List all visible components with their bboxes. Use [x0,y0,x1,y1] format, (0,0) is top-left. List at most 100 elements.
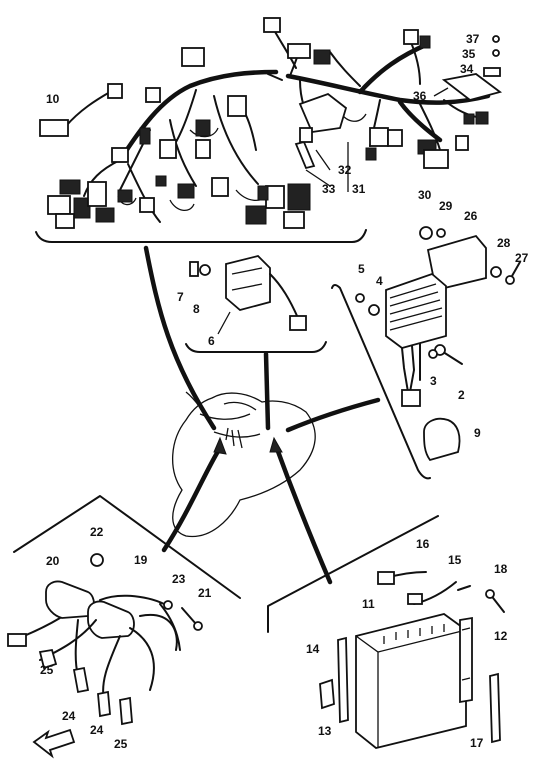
collar-28 [490,266,502,278]
connector-block [139,197,155,213]
washer-5 [355,293,365,303]
callout-36: 36 [413,89,427,103]
connector-block [181,47,205,67]
callout-10: 10 [46,92,60,106]
rear-arrow-head [269,436,283,453]
cover-9 [423,417,461,462]
callout-7: 7 [177,290,184,304]
callout-9: 9 [474,426,481,440]
callout-20: 20 [46,554,60,568]
callout-14: 14 [306,642,320,656]
cable-15-terminal [407,593,423,605]
connector-block [287,43,311,59]
harness-trunk-left [117,69,279,163]
rectifier-group-bracket [331,284,431,480]
fuse-32 [299,127,313,143]
lead-wire-10-plug [107,83,123,99]
callout-13: 13 [318,724,332,738]
lead-wire-10 [65,91,111,127]
connector-block [195,139,211,159]
cap-24b [97,690,111,718]
callout-32: 32 [338,163,352,177]
callout-25-left: 25 [40,663,54,677]
callout-29: 29 [439,199,453,213]
callout-37: 37 [466,32,480,46]
battery-11-top [355,629,467,748]
connector-block [227,95,247,117]
callout-35: 35 [462,47,476,61]
rectifier-run [285,397,381,433]
connector-block [117,189,133,203]
washer-23 [163,600,173,610]
strap-12 [459,616,473,704]
callout-12: 12 [494,629,508,643]
connector-block [423,149,449,169]
connector-block [263,17,281,33]
band-14 [337,636,349,724]
callout-23: 23 [172,572,186,586]
callout-11: 11 [362,597,375,611]
collar-8 [199,264,211,276]
connector-block [139,127,151,145]
regulator-fins [389,283,443,331]
connector-block [55,213,75,229]
clip-34 [483,67,501,77]
band-13 [319,678,335,710]
connector-block [475,111,489,125]
connector-block [59,179,81,195]
connector-block [177,183,195,199]
coil-wires [13,594,181,701]
ignition-group-bracket [13,495,241,599]
ignition-run [161,445,223,553]
connector-block [155,175,167,187]
callout-31: 31 [352,182,366,196]
callout-8: 8 [193,302,200,316]
connector-block [387,129,403,147]
nut-30 [419,226,433,240]
battery-run [273,443,333,585]
callout-4: 4 [376,274,383,288]
connector-block [419,35,431,49]
bolt-21-head [193,621,203,631]
cap-25a [38,648,58,670]
connector-block [47,195,71,215]
regulator-wires [401,343,421,393]
connector-block [145,87,161,103]
connector-block [403,29,419,45]
connector-block [463,113,475,125]
callout-15: 15 [448,553,462,567]
leader-36 [433,87,449,97]
connector-block [313,49,331,65]
band-17 [489,672,501,744]
relay-group-bracket [185,341,327,353]
connector-block [283,211,305,229]
connector-block [265,185,285,209]
bolt-27-head [505,275,515,285]
callout-18: 18 [494,562,508,576]
connector-block [195,119,211,137]
leader-32-33-31 [305,142,349,192]
relay-6-detail [231,267,263,291]
regulator-connector [401,389,421,407]
regulator-body [385,272,447,349]
front-arrow-head [213,436,227,455]
callout-21: 21 [198,586,212,600]
connector-block [245,205,267,225]
connector-block [455,135,469,151]
callout-5: 5 [358,262,365,276]
coil-19 [87,600,135,639]
harness-group-bracket [35,229,367,243]
callout-6: 6 [208,334,215,348]
connector-block [211,177,229,197]
connector-block [287,183,311,211]
connector-block [111,147,129,163]
relay-6-wire [269,273,299,319]
frame-wires [185,391,243,449]
connector-block [365,147,377,161]
screw-37 [492,35,500,43]
bracket-36 [441,73,503,101]
battery-11-cells [383,624,445,644]
callout-30: 30 [418,188,432,202]
bolt-18-head [485,589,495,599]
